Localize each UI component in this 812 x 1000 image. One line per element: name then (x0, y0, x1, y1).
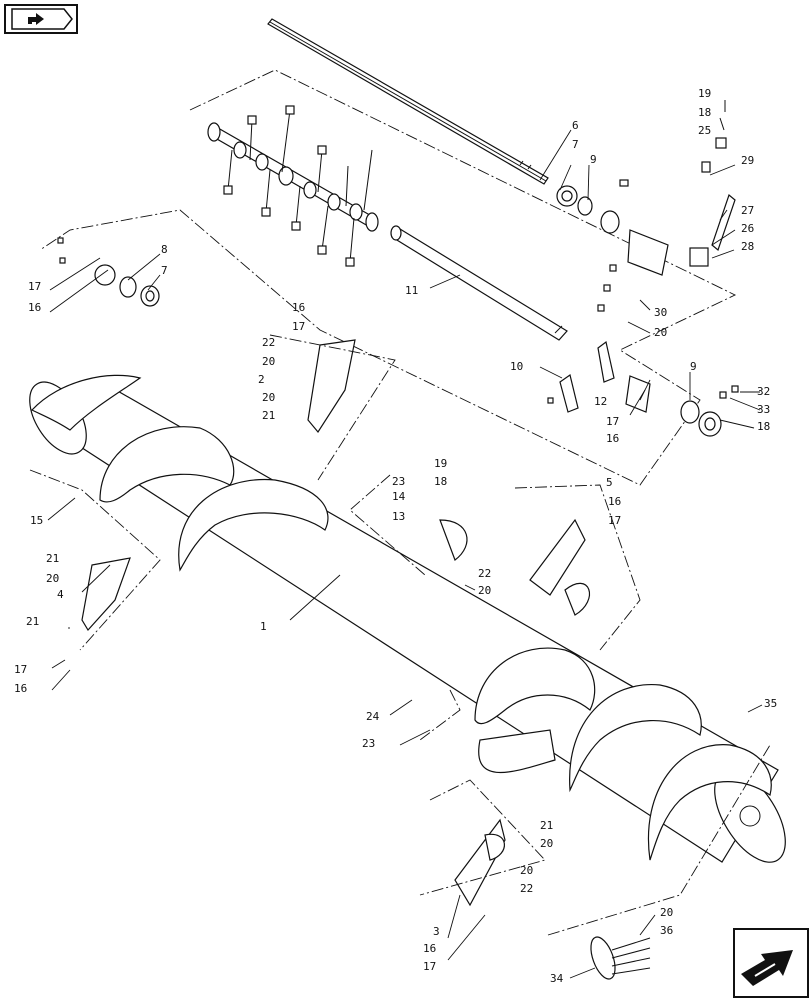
callout-16d: 16 (608, 495, 621, 508)
callout-22a: 22 (262, 336, 275, 349)
callout-17c: 17 (606, 415, 619, 428)
callout-20g: 20 (520, 864, 533, 877)
callout-16e: 16 (14, 682, 27, 695)
callout-23a: 23 (392, 475, 405, 488)
callout-20f: 20 (540, 837, 553, 850)
callout-17e: 17 (14, 663, 27, 676)
callout-20a: 20 (262, 355, 275, 368)
callout-1: 1 (260, 620, 267, 633)
callout-16f: 16 (423, 942, 436, 955)
callout-10: 10 (510, 360, 523, 373)
callout-20e: 20 (478, 584, 491, 597)
callout-9b: 9 (690, 360, 697, 373)
callout-22b: 22 (478, 567, 491, 580)
callout-7a: 7 (572, 138, 579, 151)
callout-32: 32 (757, 385, 770, 398)
callout-21a: 21 (262, 409, 275, 422)
previous-page-arrow-icon (11, 8, 73, 30)
callout-4: 4 (57, 588, 64, 601)
callout-21c: 21 (26, 615, 39, 628)
callout-9a: 9 (590, 153, 597, 166)
next-page-button[interactable] (733, 928, 809, 998)
callout-26: 26 (741, 222, 754, 235)
callout-29: 29 (741, 154, 754, 167)
callout-15: 15 (30, 514, 43, 527)
callout-5: 5 (606, 476, 613, 489)
callout-18c: 18 (757, 420, 770, 433)
callout-17a: 17 (28, 280, 41, 293)
callout-20c: 20 (654, 326, 667, 339)
callout-16c: 16 (606, 432, 619, 445)
callout-18b: 18 (434, 475, 447, 488)
callout-8: 8 (161, 243, 168, 256)
callout-17d: 17 (608, 514, 621, 527)
callout-11: 11 (405, 284, 418, 297)
callout-22c: 22 (520, 882, 533, 895)
callout-16a: 16 (28, 301, 41, 314)
callout-3: 3 (433, 925, 440, 938)
callout-2: 2 (258, 373, 265, 386)
callout-21b: 21 (46, 552, 59, 565)
callout-20b: 20 (262, 391, 275, 404)
callout-labels: 1 2 3 4 5 6 7 7 8 9 9 10 11 12 13 14 15 … (14, 87, 777, 985)
auger-flighting-left (31, 374, 329, 572)
finger-camshaft-assembly (207, 105, 379, 267)
callout-13: 13 (392, 510, 405, 523)
callout-16b: 16 (292, 301, 305, 314)
callout-14: 14 (392, 490, 406, 503)
callout-19a: 19 (698, 87, 711, 100)
callout-20h: 20 (660, 906, 673, 919)
previous-page-button[interactable] (4, 4, 78, 34)
callout-34: 34 (550, 972, 564, 985)
right-bearing-group (556, 100, 736, 312)
stripper-plates (81, 339, 591, 907)
callout-6: 6 (572, 119, 579, 132)
callout-17f: 17 (423, 960, 436, 973)
callout-30: 30 (654, 306, 667, 319)
callout-7b: 7 (161, 264, 168, 277)
callout-25: 25 (698, 124, 711, 137)
callout-21d: 21 (540, 819, 553, 832)
callout-20d: 20 (46, 572, 59, 585)
finger-assembly-boundary (39, 69, 737, 486)
hub-group (590, 936, 651, 980)
next-page-arrow-icon (741, 950, 793, 986)
callout-33: 33 (757, 403, 770, 416)
callout-36: 36 (660, 924, 673, 937)
callout-35: 35 (764, 697, 777, 710)
callout-28: 28 (741, 240, 754, 253)
group-boundaries (29, 334, 771, 936)
callout-24: 24 (366, 710, 380, 723)
callout-12: 12 (594, 395, 607, 408)
left-bearing-group (57, 237, 160, 307)
callout-18a: 18 (698, 106, 711, 119)
center-shaft (390, 225, 568, 341)
callout-19b: 19 (434, 457, 447, 470)
auger-flighting-right (474, 647, 772, 861)
drive-shaft (267, 18, 549, 185)
callout-27: 27 (741, 204, 754, 217)
leader-lines (47, 129, 763, 979)
callout-23b: 23 (362, 737, 375, 750)
callout-17b: 17 (292, 320, 305, 333)
lower-bearing-group (547, 340, 739, 437)
